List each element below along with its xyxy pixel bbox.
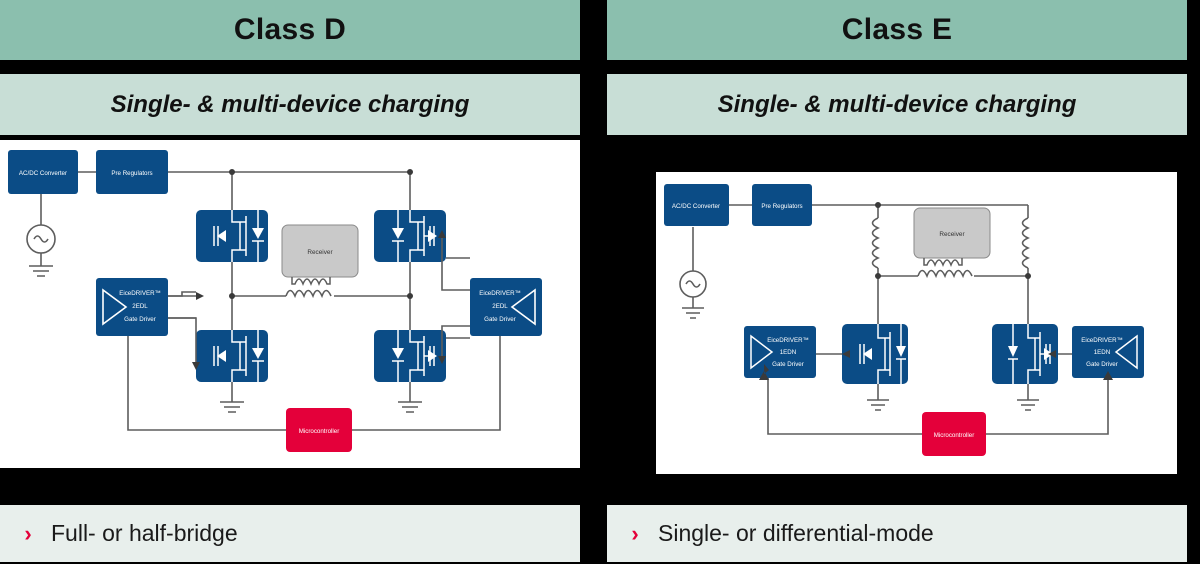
arrow-up-icon — [759, 364, 769, 380]
block-ac-dc-converter: AC/DC Converter — [8, 150, 78, 194]
gate-driver-right-line3: Gate Driver — [1086, 361, 1118, 368]
panel-class-e: Class E Single- & multi-device charging — [600, 0, 1200, 564]
receiver-label: Receiver — [307, 249, 333, 256]
class-e-title-bar: Class E — [607, 0, 1187, 60]
primary-coil — [285, 289, 332, 299]
class-d-diagram: AC/DC Converter Pre Regulators Receiver — [0, 140, 580, 468]
mosfet-right-lower — [374, 330, 446, 382]
mosfet-left-lower — [196, 330, 268, 382]
arrow-left-icon — [1048, 350, 1056, 358]
mosfet-left — [842, 324, 908, 411]
class-d-subtitle: Single- & multi-device charging — [110, 90, 470, 118]
gate-driver-left-line1: EiceDRIVER™ — [767, 337, 809, 344]
junction-dot — [229, 293, 235, 299]
block-receiver: Receiver — [913, 207, 991, 279]
receiver-label: Receiver — [939, 231, 965, 238]
amplifier-triangle-icon — [750, 334, 774, 370]
amplifier-triangle-icon — [102, 288, 128, 326]
junction-dot — [407, 293, 413, 299]
gate-driver-left: EiceDRIVER™ 1EDN Gate Driver — [744, 326, 816, 380]
gate-driver-left-line2: 1EDN — [780, 349, 797, 356]
pre-regulators-label: Pre Regulators — [111, 170, 152, 177]
primary-coil — [917, 269, 973, 279]
mosfet-left-upper — [196, 210, 268, 262]
ac-dc-converter-label: AC/DC Converter — [672, 203, 720, 210]
gate-driver-right-line3: Gate Driver — [484, 316, 516, 323]
gate-driver-right: EiceDRIVER™ 1EDN Gate Driver — [1072, 326, 1144, 380]
ac-dc-converter-label: AC/DC Converter — [19, 170, 67, 177]
class-d-title: Class D — [233, 13, 347, 46]
microcontroller-label: Microcontroller — [299, 428, 340, 435]
class-d-footer-text: Full- or half-bridge — [51, 520, 238, 546]
gate-driver-right: EiceDRIVER™ 2EDL Gate Driver — [438, 230, 542, 364]
ground-icon-source — [682, 307, 704, 319]
choke-inductor-left — [871, 217, 880, 269]
junction-dot — [875, 273, 881, 279]
class-d-title-bar: Class D — [0, 0, 580, 60]
block-ac-dc-converter: AC/DC Converter — [664, 184, 729, 226]
class-e-subtitle: Single- & multi-device charging — [717, 90, 1077, 118]
class-e-title: Class E — [841, 13, 953, 46]
class-e-subtitle-bar: Single- & multi-device charging — [607, 74, 1187, 135]
receiver-coil — [291, 277, 331, 287]
ground-icon-right-leg — [398, 401, 422, 413]
gate-driver-right-line1: EiceDRIVER™ — [1081, 337, 1123, 344]
gate-driver-left-line3: Gate Driver — [124, 316, 156, 323]
junction-dot — [229, 169, 235, 175]
amplifier-triangle-icon — [510, 288, 536, 326]
block-receiver: Receiver — [281, 224, 359, 299]
junction-dot — [407, 169, 413, 175]
gate-driver-right-line2: 2EDL — [492, 303, 508, 310]
bullet-chevron-icon: › — [24, 520, 32, 546]
arrow-up-icon — [1103, 371, 1113, 380]
junction-dot — [1025, 273, 1031, 279]
pre-regulators-label: Pre Regulators — [761, 203, 802, 210]
gate-driver-left-line1: EiceDRIVER™ — [119, 290, 161, 297]
class-e-footer: › Single- or differential-mode — [607, 505, 1187, 562]
microcontroller-label: Microcontroller — [934, 432, 975, 439]
ground-icon-left-leg — [220, 401, 244, 413]
gate-driver-left-line2: 2EDL — [132, 303, 148, 310]
class-d-subtitle-bar: Single- & multi-device charging — [0, 74, 580, 135]
gate-driver-right-line2: 1EDN — [1094, 349, 1111, 356]
mosfet-right-upper — [374, 210, 446, 262]
junction-dot — [875, 202, 881, 208]
gate-driver-left-line3: Gate Driver — [772, 361, 804, 368]
ground-icon-right — [1017, 399, 1039, 411]
class-e-footer-text: Single- or differential-mode — [658, 520, 934, 546]
block-pre-regulators: Pre Regulators — [752, 184, 812, 226]
arrow-left-icon — [842, 350, 850, 358]
class-e-diagram: AC/DC Converter Pre Regulators Receiv — [656, 172, 1177, 474]
ground-icon-source — [29, 265, 53, 277]
class-d-footer: › Full- or half-bridge — [0, 505, 580, 562]
block-microcontroller: Microcontroller — [286, 408, 352, 452]
block-pre-regulators: Pre Regulators — [96, 150, 168, 194]
mosfet-right — [992, 324, 1058, 411]
gate-driver-right-line1: EiceDRIVER™ — [479, 290, 521, 297]
receiver-coil — [923, 258, 963, 268]
gate-driver-left: EiceDRIVER™ 2EDL Gate Driver — [96, 278, 204, 370]
bullet-chevron-icon: › — [631, 520, 639, 546]
choke-inductor-right — [1021, 217, 1030, 269]
ac-source-symbol — [679, 270, 707, 319]
block-microcontroller: Microcontroller — [922, 412, 986, 456]
panel-class-d: Class D Single- & multi-device charging — [0, 0, 588, 564]
ground-icon-left — [867, 399, 889, 411]
ac-source-symbol — [26, 224, 56, 277]
amplifier-triangle-icon — [1114, 334, 1138, 370]
